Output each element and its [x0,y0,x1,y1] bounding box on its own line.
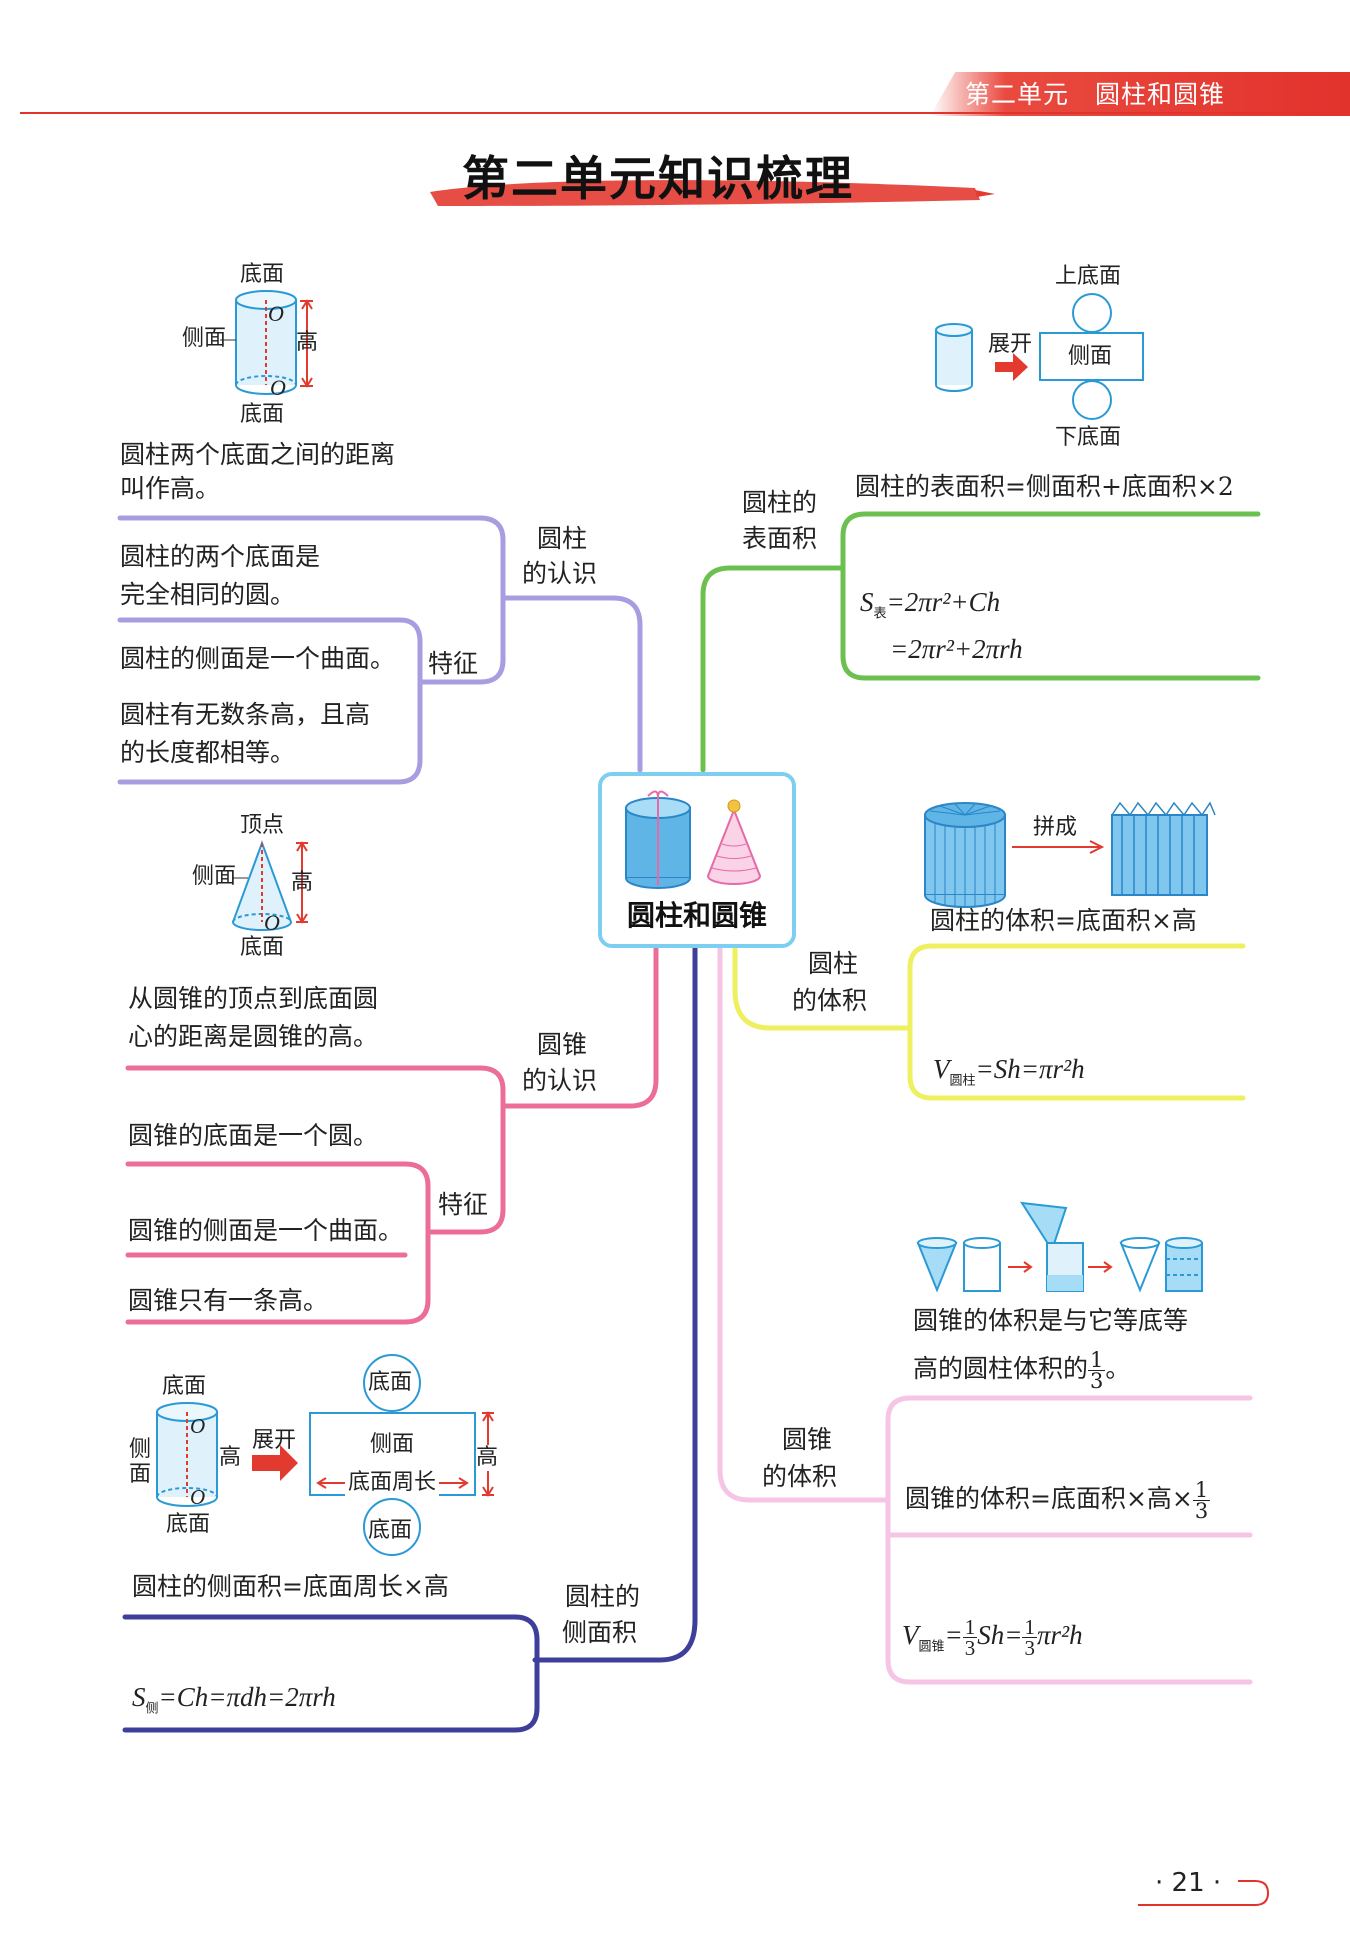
cylinder-cone-icon [625,790,762,889]
cone-diagram [231,840,308,931]
cyl-volume-text: 圆柱的体积=底面积×高 [930,906,1197,935]
unit-label: 第二单元 圆柱和圆锥 [965,80,1226,109]
lat-rect-height: 高 [476,1445,499,1471]
lat-formula-text: 圆柱的侧面积=底面周长×高 [132,1572,449,1601]
cyl-height-def-1: 圆柱两个底面之间的距离 [120,440,396,469]
lat-center-bottom: O [190,1485,206,1509]
cyl-center-top: O [268,301,284,326]
cone-feature-3: 圆锥只有一条高。 [128,1286,329,1315]
center-node: 圆柱和圆锥 [598,772,796,948]
cyl-feature-label: 特征 [428,649,479,678]
unfold-bottom-label: 下底面 [1055,425,1122,450]
lat-unfold-label: 展开 [252,1428,297,1453]
surface-branch-2: 表面积 [742,524,818,553]
cyl-feature-3b: 的长度都相等。 [120,738,296,767]
lat-center-top: O [190,1414,206,1438]
unfold-label: 展开 [988,332,1033,357]
cyl-feature-3a: 圆柱有无数条高，且高 [120,700,371,729]
lat-side-b: 面 [129,1462,152,1487]
lat-height-label: 高 [219,1445,242,1470]
cone-height-def-1: 从圆锥的顶点到底面圆 [128,984,379,1013]
cylinder-diagram [220,290,313,395]
cone-bottom-label: 底面 [240,935,285,960]
cone-height-def-2: 心的距离是圆锥的高。 [128,1022,379,1051]
unfold-side-label: 侧面 [1068,344,1113,369]
surface-branch-1: 圆柱的 [742,488,818,517]
cone-side-label: 侧面 [192,864,237,889]
lat-rect-length: 底面周长 [345,1470,440,1496]
surface-formula-text: 圆柱的表面积=侧面积+底面积×2 [855,472,1234,501]
cone-feature-1: 圆锥的底面是一个圆。 [128,1121,379,1150]
lat-side-a: 侧 [129,1437,152,1462]
lat-rect-mid: 侧面 [370,1432,415,1457]
cyl-volume-branch-2: 的体积 [792,986,868,1015]
cyl-top-label: 底面 [240,262,285,287]
cone-volume-branch-2: 的体积 [762,1462,838,1491]
surface-formula-line1: S表=2πr²+Ch [860,587,1001,621]
unit-tag-banner [930,72,1350,116]
cyl-feature-1a: 圆柱的两个底面是 [120,542,321,571]
cone-center: O [264,910,280,935]
cone-volume-text-1: 圆锥的体积是与它等底等 [913,1306,1189,1335]
cyl-center-bottom: O [270,375,286,400]
cone-apex-label: 顶点 [240,813,285,838]
cyl-height-label: 高 [296,330,319,355]
cyl-branch-2: 的认识 [522,559,598,588]
cone-height-label: 高 [291,870,314,895]
cone-branch-2: 的认识 [522,1066,598,1095]
cyl-height-def-2: 叫作高。 [120,474,221,503]
combine-label: 拼成 [1033,815,1078,840]
cyl-branch-1: 圆柱 [537,524,588,553]
lat-rect-top: 底面 [368,1370,413,1395]
cyl-volume-branch-1: 圆柱 [808,949,859,978]
cone-feature-2: 圆锥的侧面是一个曲面。 [128,1216,404,1245]
lat-formula-math: S侧=Ch=πdh=2πrh [132,1682,336,1716]
lat-branch-1: 圆柱的 [565,1582,641,1611]
unfold-top-label: 上底面 [1055,264,1122,289]
lat-branch-2: 侧面积 [562,1618,638,1647]
cyl-feature-1b: 完全相同的圆。 [120,580,296,609]
cyl-bottom-label: 底面 [240,402,285,427]
lat-top-label: 底面 [162,1374,207,1399]
cyl-volume-math: V圆柱=Sh=πr²h [933,1054,1085,1088]
lat-rect-base: 底面 [368,1518,413,1543]
cone-pour-diagram [916,1201,1203,1293]
surface-unfold-diagram [935,293,1144,420]
page-title: 第二单元知识梳理 [462,152,854,207]
cone-branch-1: 圆锥 [537,1030,588,1059]
cone-feature-label: 特征 [438,1190,489,1219]
lat-bottom-label: 底面 [166,1512,211,1537]
surface-formula-line2: =2πr²+2πrh [890,634,1023,664]
center-label: 圆柱和圆锥 [626,899,767,932]
cylinder-slice-diagram [924,801,1216,908]
cyl-side-label: 侧面 [182,326,227,351]
cone-volume-branch-1: 圆锥 [782,1425,833,1454]
page-number: · 21 · [1155,1868,1222,1898]
cyl-feature-2: 圆柱的侧面是一个曲面。 [120,644,396,673]
